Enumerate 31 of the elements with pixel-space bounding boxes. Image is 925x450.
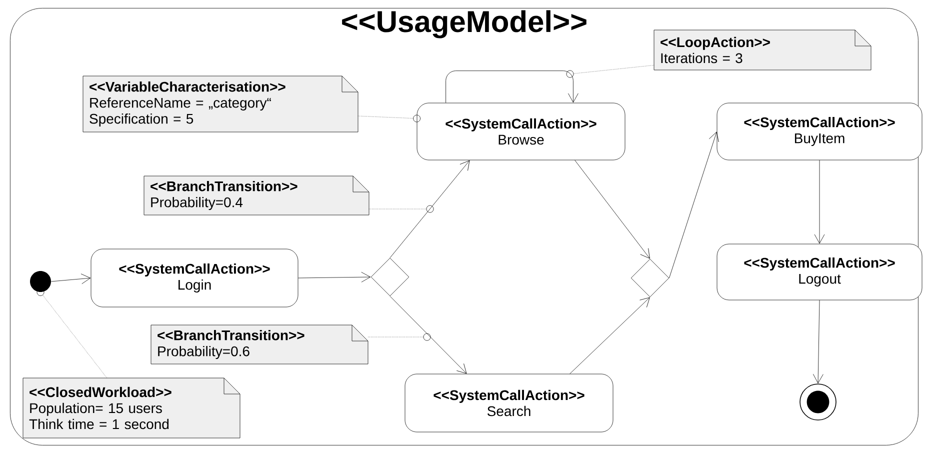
usage-model-frame [10, 8, 918, 446]
arrow [812, 300, 824, 384]
leader-line [358, 114, 420, 122]
note: <<BranchTransition>> Probability=0.4 [144, 176, 370, 216]
arrow [570, 297, 650, 374]
action-box: <<SystemCallAction>> Browse [416, 102, 626, 160]
note: <<VariableCharacterisation>> ReferenceName = „category“ Specification = 5 [82, 76, 358, 132]
note: <<LoopAction>> Iterations = 3 [654, 30, 872, 70]
note: <<BranchTransition>> Probability=0.6 [150, 324, 368, 364]
arrow [51, 274, 91, 284]
leader-line [566, 65, 654, 78]
arrow [669, 132, 719, 278]
frame-heading: <<UsageModel>> [342, 10, 586, 38]
arrow [298, 272, 371, 282]
arrow [446, 70, 578, 103]
decision-diamond [370, 258, 410, 296]
leader-line [369, 205, 434, 213]
initial-node [30, 271, 51, 292]
leader-line [368, 333, 431, 341]
arrow [814, 160, 825, 244]
action-box: <<SystemCallAction>> Login [90, 248, 298, 308]
leader-line [36, 288, 107, 378]
decision-diamond [630, 258, 670, 298]
arrow [390, 160, 470, 258]
final-node [800, 384, 836, 420]
action-box: <<SystemCallAction>> Logout [716, 244, 922, 300]
note: <<ClosedWorkload>> Population= 15 users Think time = 1 second [22, 378, 240, 438]
action-box: <<SystemCallAction>> Search [404, 374, 614, 432]
arrow [574, 160, 650, 259]
action-box: <<SystemCallAction>> BuyItem [716, 102, 922, 160]
arrow [390, 296, 467, 374]
